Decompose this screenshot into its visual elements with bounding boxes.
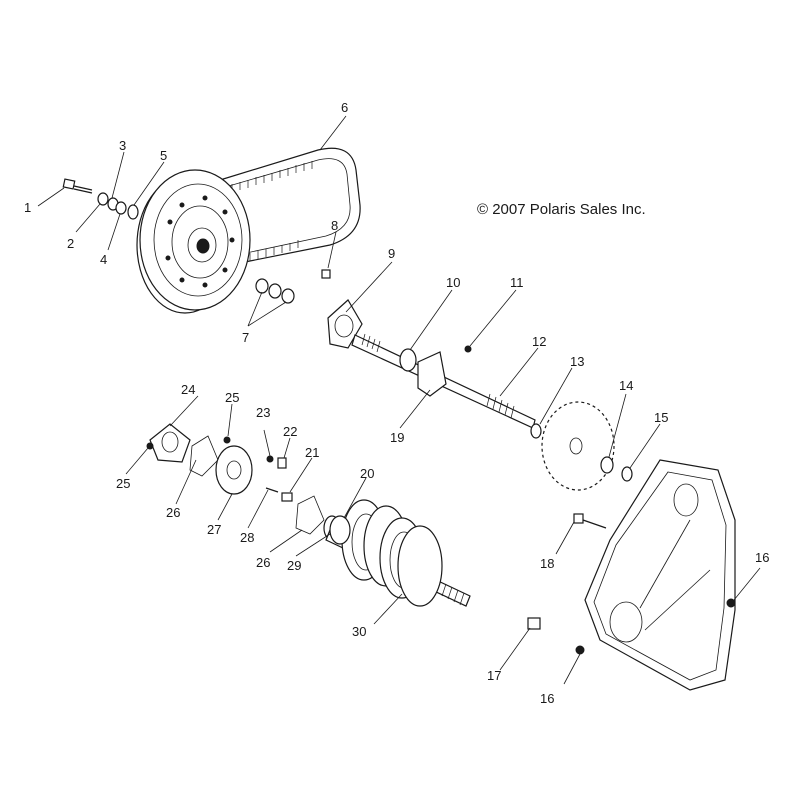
bearing-plate-27 xyxy=(215,445,253,495)
callout-26a: 26 xyxy=(166,505,180,520)
gasket-26b xyxy=(295,495,325,535)
gasket-26a xyxy=(189,435,219,477)
snap-ring-13 xyxy=(530,423,542,439)
pin-28 xyxy=(265,487,279,493)
callout-4: 4 xyxy=(100,252,107,267)
bolt-18 xyxy=(573,513,607,529)
shim-7c xyxy=(281,288,295,304)
leader-lines xyxy=(37,115,761,685)
shim-7b xyxy=(268,283,282,299)
callout-5: 5 xyxy=(160,148,167,163)
callout-13: 13 xyxy=(570,354,584,369)
drive-belt xyxy=(219,147,361,266)
callout-28: 28 xyxy=(240,530,254,545)
callout-14: 14 xyxy=(619,378,633,393)
bearing-housing-24 xyxy=(149,423,191,463)
callout-15: 15 xyxy=(654,410,668,425)
callout-26b: 26 xyxy=(256,555,270,570)
callout-27: 27 xyxy=(207,522,221,537)
callout-labels: 1 2 3 4 5 6 7 8 9 10 11 12 13 14 15 16 1… xyxy=(24,100,769,706)
callout-24: 24 xyxy=(181,382,195,397)
bolt-17 xyxy=(527,617,541,630)
callout-21: 21 xyxy=(305,445,319,460)
callout-10: 10 xyxy=(446,275,460,290)
callout-1: 1 xyxy=(24,200,31,215)
callout-22: 22 xyxy=(283,424,297,439)
bolt-21 xyxy=(281,492,293,502)
callout-25b: 25 xyxy=(116,476,130,491)
bearing-14 xyxy=(600,456,614,474)
chaincase-cover xyxy=(584,459,736,691)
callout-12: 12 xyxy=(532,334,546,349)
nut-11 xyxy=(464,345,472,353)
bearing-flange-19 xyxy=(417,351,447,397)
seal-15 xyxy=(621,466,633,482)
bearing-flange-9 xyxy=(327,299,363,349)
callout-17: 17 xyxy=(487,668,501,683)
callout-16a: 16 xyxy=(755,550,769,565)
bolt-22 xyxy=(277,457,287,469)
callout-18: 18 xyxy=(540,556,554,571)
callout-20: 20 xyxy=(360,466,374,481)
nut-25b xyxy=(146,442,154,450)
callout-2: 2 xyxy=(67,236,74,251)
nut-16a xyxy=(726,598,736,608)
callout-9: 9 xyxy=(388,246,395,261)
callout-23: 23 xyxy=(256,405,270,420)
bearing-10 xyxy=(399,348,417,372)
callout-8: 8 xyxy=(331,218,338,233)
copyright-text: © 2007 Polaris Sales Inc. xyxy=(477,201,646,218)
callout-19: 19 xyxy=(390,430,404,445)
drive-sprocket-20b xyxy=(379,517,443,607)
nut-23 xyxy=(266,455,274,463)
shim-7a xyxy=(255,278,269,294)
callout-11: 11 xyxy=(510,275,524,290)
callout-16b: 16 xyxy=(540,691,554,706)
spacer-5 xyxy=(127,204,139,220)
driven-clutch-pulley xyxy=(136,169,251,314)
callout-25a: 25 xyxy=(225,390,239,405)
washer-2 xyxy=(97,192,109,206)
callout-29: 29 xyxy=(287,558,301,573)
callout-3: 3 xyxy=(119,138,126,153)
brake-disc xyxy=(541,401,615,491)
bearing-20 xyxy=(329,515,351,545)
callout-7: 7 xyxy=(242,330,249,345)
bolt-8 xyxy=(321,269,331,279)
nut-16b xyxy=(575,645,585,655)
nut-25a xyxy=(223,436,231,444)
washer-4 xyxy=(115,201,127,215)
pulley-bolt xyxy=(62,178,93,194)
callout-6: 6 xyxy=(341,100,348,115)
callout-30: 30 xyxy=(352,624,366,639)
